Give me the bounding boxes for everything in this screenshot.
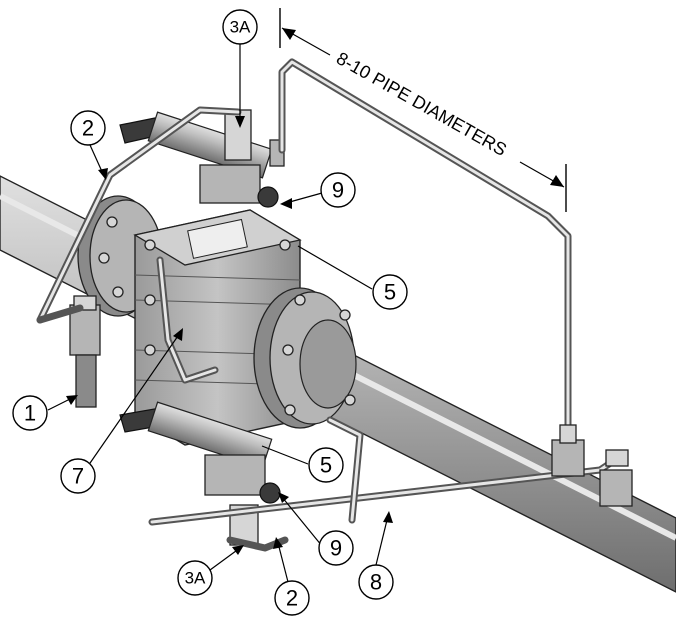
callout-7: 7 (60, 458, 96, 494)
pipe-taps (551, 424, 633, 507)
upper-pilot-assembly (119, 109, 285, 208)
leader-lines (47, 40, 393, 583)
callout-8-label: 8 (370, 570, 382, 595)
callout-7-label: 7 (72, 464, 84, 489)
right-flange (253, 287, 357, 429)
dimension-line (279, 8, 567, 212)
callout-3a-top: 3A (222, 9, 258, 45)
callout-2-bottom: 2 (274, 580, 310, 616)
callout-5-bottom-label: 5 (320, 453, 332, 478)
callout-2-top-label: 2 (82, 116, 94, 141)
callout-8: 8 (358, 564, 394, 600)
filter-assembly (69, 295, 101, 408)
callout-1: 1 (12, 395, 48, 431)
callout-9-top-label: 9 (332, 178, 344, 203)
callout-9-bottom: 9 (318, 530, 354, 566)
callout-9-top: 9 (320, 172, 356, 208)
callout-3a-top-label: 3A (230, 18, 251, 37)
callout-3a-bottom-label: 3A (185, 569, 206, 588)
callout-2-top: 2 (70, 110, 106, 146)
callout-2-bottom-label: 2 (286, 586, 298, 611)
callout-9-bottom-label: 9 (330, 536, 342, 561)
callout-5-top: 5 (372, 274, 408, 310)
callout-1-label: 1 (24, 401, 36, 426)
callout-5-bottom: 5 (308, 447, 344, 483)
callout-5-top-label: 5 (384, 280, 396, 305)
callout-3a-bottom: 3A (177, 560, 213, 596)
